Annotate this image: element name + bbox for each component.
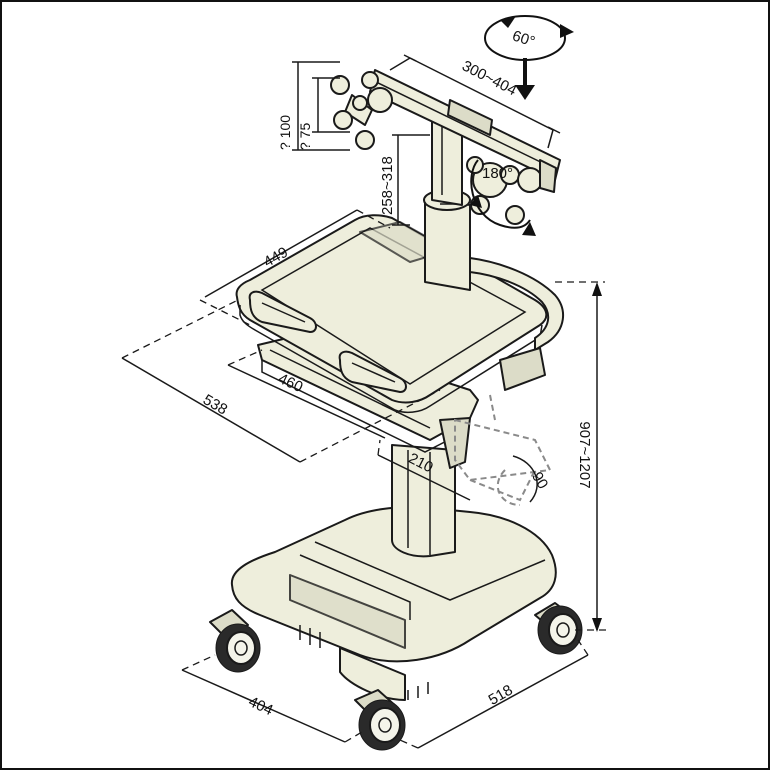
- label-monitor-arm-width: 300~404: [459, 57, 519, 99]
- label-base-depth: 518: [486, 682, 516, 709]
- caster-front-right: [534, 602, 583, 655]
- monitor-arm: [330, 69, 561, 225]
- label-pole-height: 258~318: [379, 156, 396, 215]
- vesa-mount-left: [330, 71, 393, 150]
- label-overall-height: 907~1207: [576, 421, 593, 488]
- label-basket-tilt: 90: [528, 469, 551, 492]
- label-base-width: 404: [246, 693, 276, 719]
- label-rotation-mount: 180°: [482, 165, 513, 182]
- label-rotation-top: 60°: [510, 27, 537, 50]
- dimension-lines: [121, 54, 610, 749]
- monitor-mast: [423, 119, 471, 291]
- cart-base: [230, 506, 557, 701]
- label-overall-depth: 538: [200, 391, 230, 418]
- rotation-180-indicator: [470, 159, 536, 236]
- label-vesa-100: ? 100: [277, 115, 293, 150]
- side-handle: [469, 257, 564, 391]
- rotation-60-indicator: [484, 15, 574, 100]
- caster-front-left: [209, 609, 261, 673]
- label-vesa-75: ? 75: [297, 123, 313, 150]
- caster-front-center: [354, 689, 406, 751]
- basket-ghost: [454, 394, 552, 506]
- lift-column: [391, 444, 456, 558]
